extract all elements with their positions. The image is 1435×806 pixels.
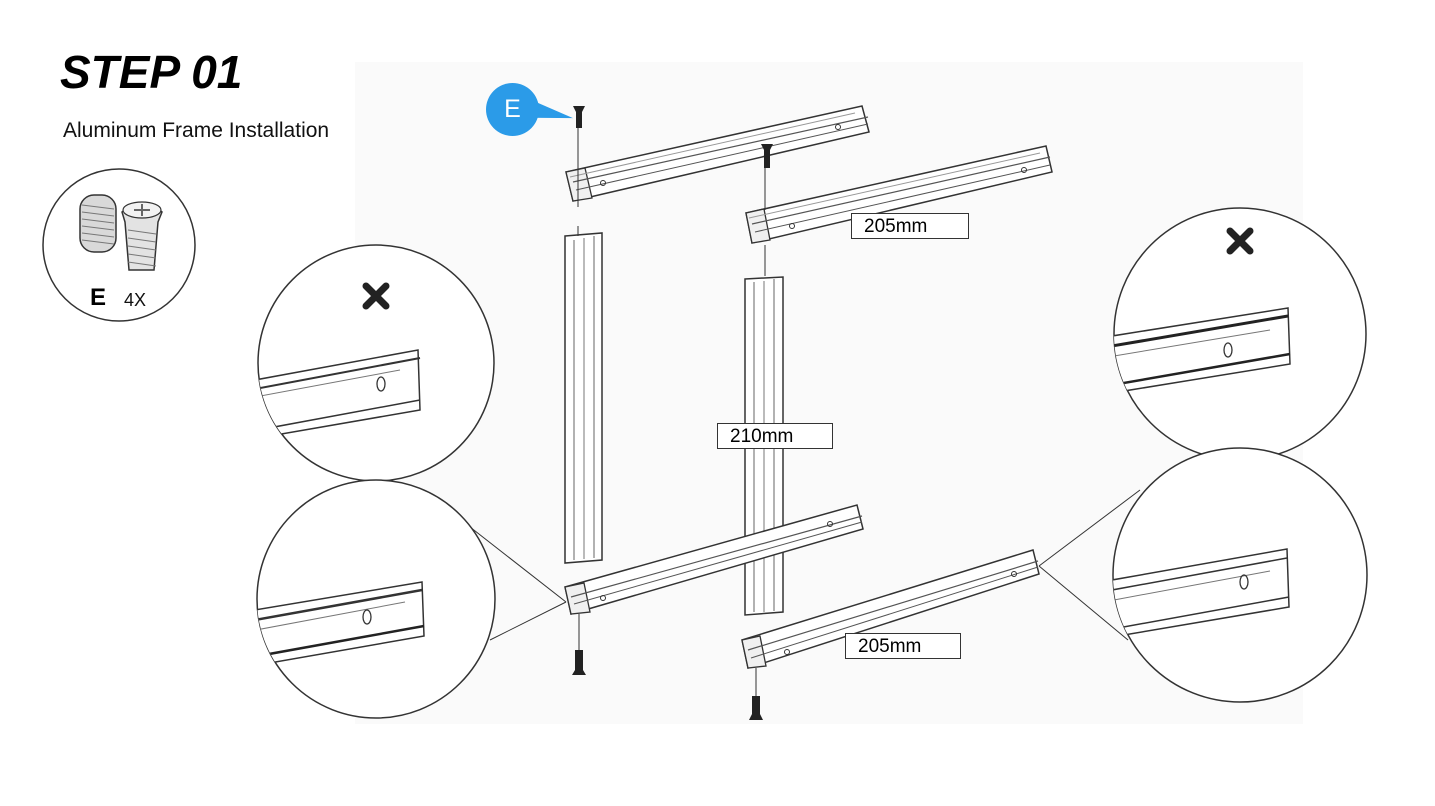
screw-icon bbox=[749, 668, 763, 720]
screw-icon bbox=[80, 195, 116, 252]
dimension-bottom-rail: 205mm bbox=[845, 633, 961, 659]
parts-quantity: 4X bbox=[124, 290, 146, 311]
zoom-circle-correct-right bbox=[1112, 448, 1367, 702]
top-left-rail bbox=[566, 106, 869, 201]
parts-circle bbox=[43, 169, 195, 321]
zoom-circle-correct-left bbox=[255, 480, 495, 718]
screw-icon bbox=[572, 614, 586, 675]
callout-badge: E bbox=[486, 83, 539, 136]
parts-letter: E bbox=[90, 284, 106, 312]
dimension-upright: 210mm bbox=[717, 423, 833, 449]
dimension-top-rail: 205mm bbox=[851, 213, 969, 239]
bottom-left-rail bbox=[565, 505, 863, 614]
zoom-circle-wrong-left bbox=[255, 245, 494, 481]
